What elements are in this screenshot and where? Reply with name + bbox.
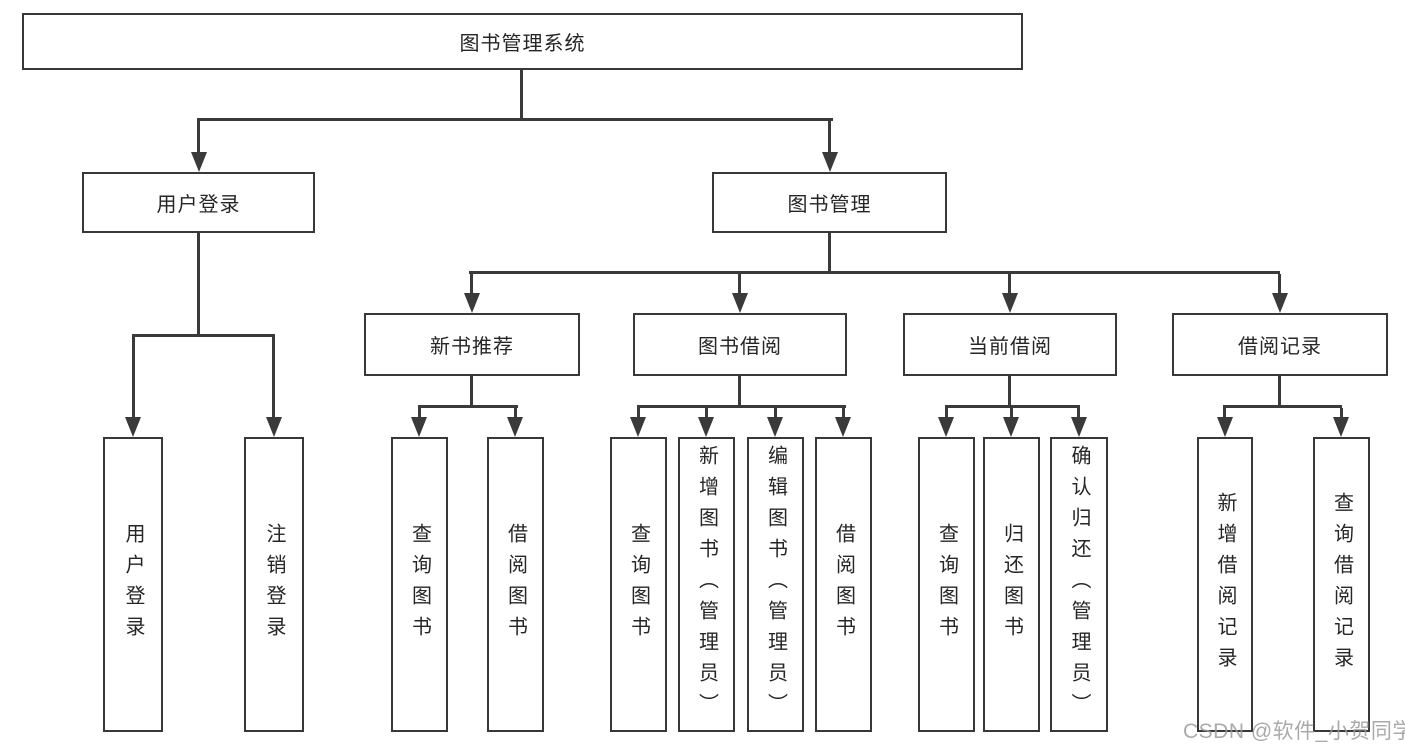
arrow-down-icon: [630, 417, 646, 437]
node-label: 注销登录: [263, 522, 285, 647]
node-label: 归还图书: [1000, 522, 1023, 647]
node-label: 查询图书: [935, 522, 958, 647]
node-label: 当前借阅: [968, 336, 1052, 358]
leaf-user-login: 用户登录: [103, 437, 163, 732]
arrow-down-icon: [1333, 417, 1349, 437]
node-label: 确认归还（管理员）: [1068, 445, 1090, 724]
edge-borrow-drop-2: [705, 408, 708, 418]
node-label: 图书管理系统: [459, 33, 586, 55]
node-label: 新书推荐: [430, 336, 514, 358]
arrow-down-icon: [1002, 293, 1018, 313]
node-user-login: 用户登录: [82, 172, 315, 233]
edge-current-drop-2: [1010, 408, 1013, 418]
node-book-borrow: 图书借阅: [633, 313, 847, 376]
edge-mgmt-rail: [469, 271, 1280, 274]
arrow-down-icon: [464, 293, 480, 313]
node-root: 图书管理系统: [22, 13, 1023, 70]
leaf-add-borrow-record: 新增借阅记录: [1197, 437, 1253, 732]
node-label: 图书管理: [787, 194, 872, 216]
node-label: 图书借阅: [698, 336, 782, 358]
node-label: 编辑图书（管理员）: [764, 445, 787, 724]
edge-mgmt-drop-1: [470, 274, 473, 294]
edge-login-rail: [132, 334, 275, 337]
node-label: 查询借阅记录: [1330, 491, 1353, 678]
arrow-down-icon: [1272, 293, 1288, 313]
node-book-management: 图书管理: [712, 172, 947, 233]
leaf-borrow-books-2: 借阅图书: [815, 437, 872, 732]
arrow-down-icon: [125, 417, 141, 437]
edge-records-rail: [1223, 405, 1342, 408]
arrow-down-icon: [191, 152, 207, 172]
edge-mgmt-drop-4: [1278, 274, 1281, 294]
edge-borrow-drop-1: [637, 408, 640, 418]
edge-mgmt-stem: [828, 233, 831, 274]
arrow-down-icon: [822, 152, 838, 172]
edge-login-drop-2: [272, 337, 275, 418]
node-label: 查询图书: [627, 522, 650, 647]
node-label: 用户登录: [156, 194, 241, 216]
edge-borrow-drop-3: [774, 408, 777, 418]
edge-recommend-rail: [418, 405, 518, 408]
leaf-add-book-admin: 新增图书（管理员）: [678, 437, 735, 732]
edge-root-rail: [197, 118, 833, 121]
node-current-borrow: 当前借阅: [903, 313, 1117, 376]
edge-records-stem: [1278, 376, 1281, 407]
arrow-down-icon: [266, 417, 282, 437]
node-label: 用户登录: [122, 522, 144, 647]
edge-borrow-drop-4: [842, 408, 845, 418]
arrow-down-icon: [1217, 417, 1233, 437]
node-label: 新增图书（管理员）: [695, 445, 718, 724]
node-new-book-recommend: 新书推荐: [364, 313, 580, 376]
leaf-query-books-1: 查询图书: [391, 437, 448, 732]
arrow-down-icon: [938, 417, 954, 437]
arrow-down-icon: [1071, 417, 1087, 437]
edge-root-stem: [520, 70, 523, 120]
arrow-down-icon: [1003, 417, 1019, 437]
arrow-down-icon: [411, 417, 427, 437]
edge-current-stem: [1008, 376, 1011, 407]
leaf-borrow-books-1: 借阅图书: [487, 437, 544, 732]
leaf-query-borrow-record: 查询借阅记录: [1313, 437, 1370, 732]
edge-current-rail: [945, 405, 1080, 408]
edge-recommend-stem: [470, 376, 473, 407]
edge-root-drop-right: [828, 121, 831, 154]
node-label: 借阅图书: [504, 522, 527, 647]
leaf-edit-book-admin: 编辑图书（管理员）: [747, 437, 804, 732]
edge-login-stem: [197, 233, 200, 335]
edge-login-drop-1: [132, 337, 135, 418]
node-label: 查询图书: [408, 522, 431, 647]
arrow-down-icon: [732, 293, 748, 313]
leaf-logout: 注销登录: [244, 437, 304, 732]
edge-records-drop-2: [1340, 408, 1343, 418]
arrow-down-icon: [767, 417, 783, 437]
leaf-query-books-2: 查询图书: [610, 437, 667, 732]
edge-records-drop-1: [1223, 408, 1226, 418]
node-borrow-records: 借阅记录: [1172, 313, 1388, 376]
arrow-down-icon: [698, 417, 714, 437]
edge-borrow-rail: [637, 405, 846, 408]
leaf-query-books-3: 查询图书: [918, 437, 975, 732]
csdn-watermark: CSDN @软件_小贺同学: [1183, 720, 1405, 743]
leaf-confirm-return-admin: 确认归还（管理员）: [1050, 437, 1108, 732]
edge-current-drop-3: [1077, 408, 1080, 418]
node-label: 新增借阅记录: [1214, 491, 1236, 678]
edge-recommend-drop-1: [418, 408, 421, 418]
edge-root-drop-left: [197, 121, 200, 154]
edge-current-drop-1: [945, 408, 948, 418]
node-label: 借阅图书: [832, 522, 855, 647]
node-label: 借阅记录: [1238, 336, 1322, 358]
arrow-down-icon: [507, 417, 523, 437]
edge-mgmt-drop-2: [738, 274, 741, 294]
arrow-down-icon: [835, 417, 851, 437]
edge-borrow-stem: [738, 376, 741, 407]
edge-mgmt-drop-3: [1008, 274, 1011, 294]
edge-recommend-drop-2: [514, 408, 517, 418]
leaf-return-book: 归还图书: [983, 437, 1040, 732]
